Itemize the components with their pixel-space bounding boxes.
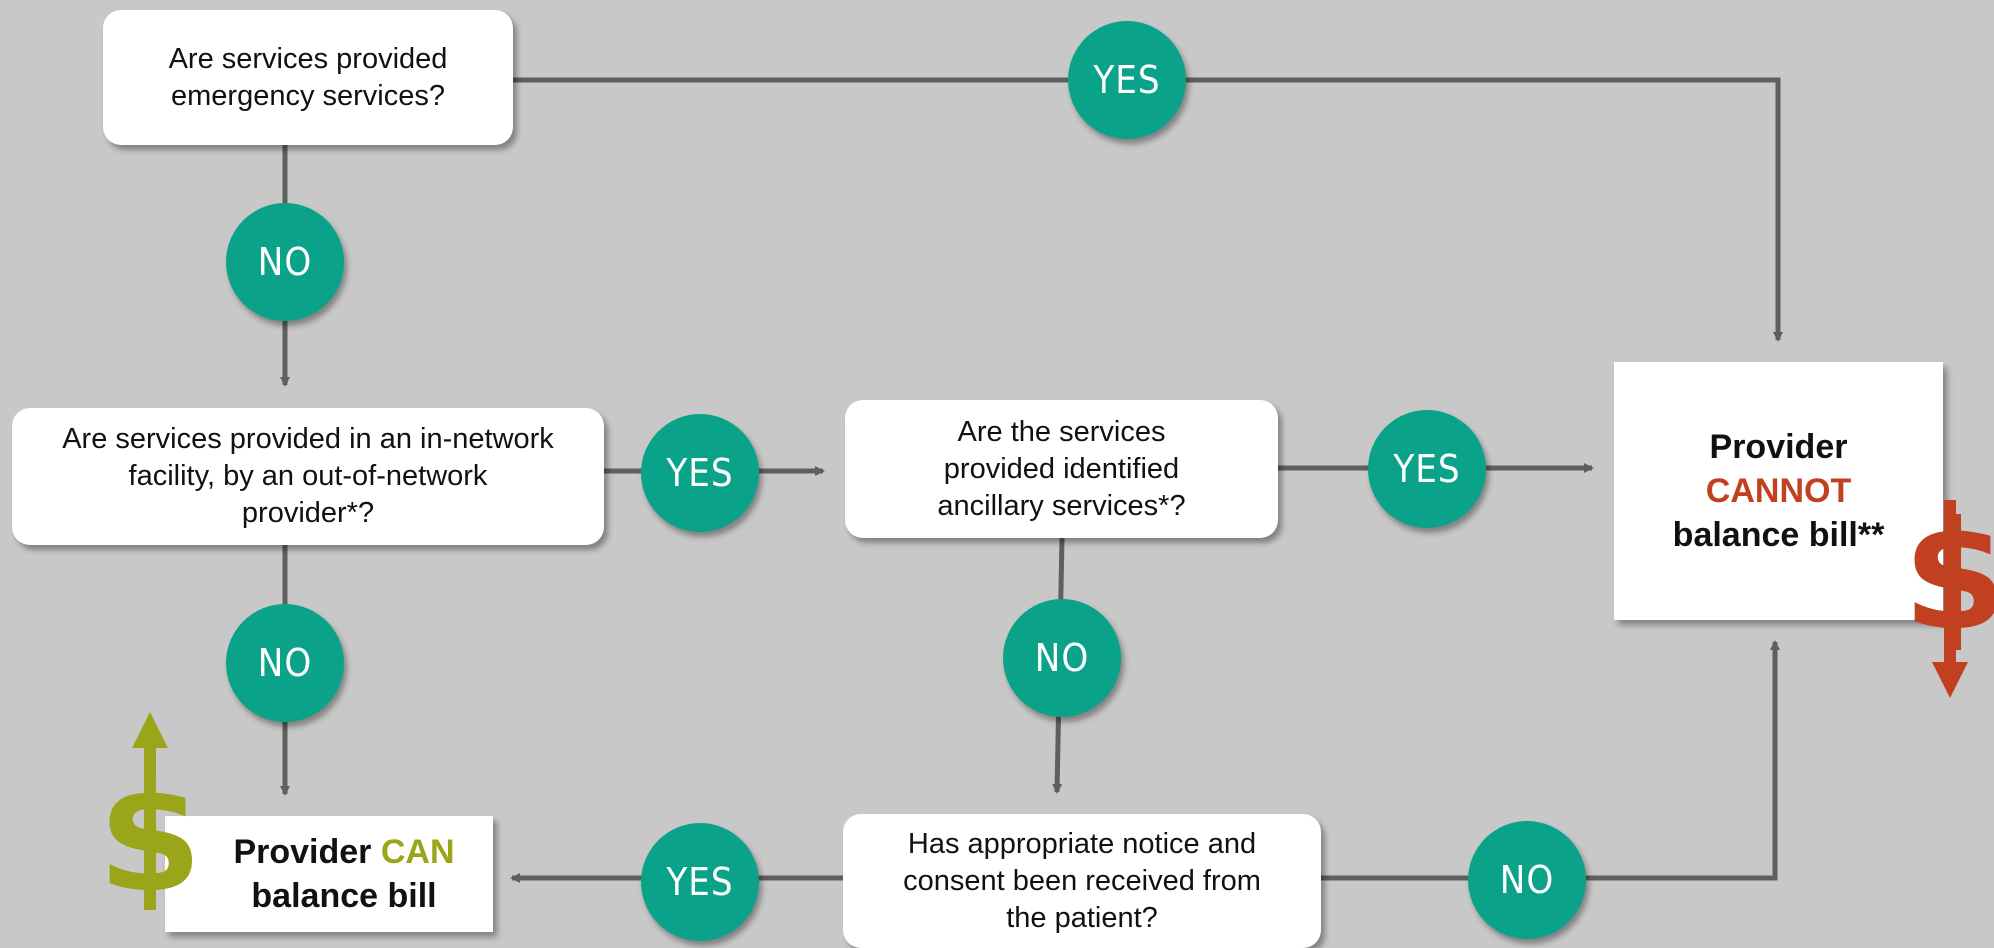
- dollar-up-arrow-icon: $: [100, 712, 200, 910]
- badge-innetwork-yes: YES: [641, 414, 759, 532]
- question-in-network-text: Are services provided in an in-network f…: [62, 423, 554, 529]
- outcome-can-line1: Provider CAN: [233, 830, 454, 874]
- outcome-cannot-line3: balance bill**: [1672, 516, 1885, 554]
- outcome-can-balance-bill: Provider CAN balance bill: [165, 816, 493, 932]
- connector-emergency-yes: [513, 77, 1783, 342]
- outcome-can-line2: balance bill: [251, 877, 437, 915]
- outcome-can-accent: CAN: [380, 833, 455, 871]
- svg-text:$: $: [100, 752, 200, 910]
- question-in-network: Are services provided in an in-network f…: [12, 408, 604, 545]
- outcome-cannot-balance-bill: Provider CANNOT balance bill**: [1614, 362, 1943, 620]
- svg-text:$: $: [1903, 500, 1994, 664]
- question-emergency-text: Are services provided emergency services…: [168, 42, 448, 112]
- badge-consent-no: NO: [1468, 821, 1586, 939]
- badge-consent-yes: YES: [641, 823, 759, 941]
- question-ancillary-text: Are the services provided identified anc…: [937, 415, 1186, 522]
- question-consent: Has appropriate notice and consent been …: [843, 814, 1321, 948]
- question-emergency: Are services provided emergency services…: [103, 10, 513, 145]
- badge-innetwork-no: NO: [226, 604, 344, 722]
- outcome-can-prefix: Provider: [233, 833, 381, 871]
- outcome-cannot-line1: Provider: [1709, 428, 1848, 466]
- dollar-down-arrow-icon: $: [1903, 500, 1994, 698]
- badge-emergency-no: NO: [226, 203, 344, 321]
- badge-emergency-yes: YES: [1068, 21, 1186, 139]
- badge-ancillary-no: NO: [1003, 599, 1121, 717]
- badge-ancillary-yes: YES: [1368, 410, 1486, 528]
- outcome-cannot-accent: CANNOT: [1705, 472, 1852, 510]
- question-consent-text: Has appropriate notice and consent been …: [903, 827, 1261, 934]
- question-ancillary: Are the services provided identified anc…: [845, 400, 1278, 538]
